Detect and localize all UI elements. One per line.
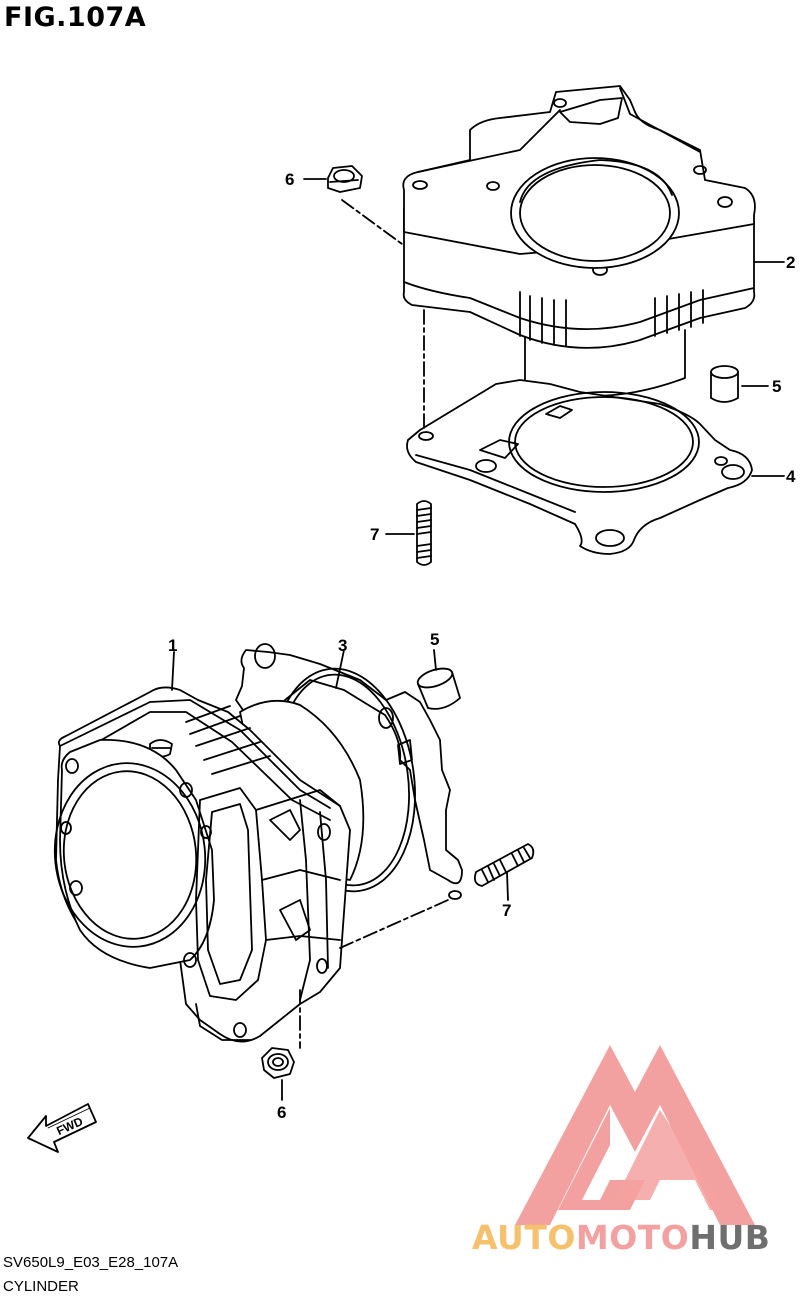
leader-bottom-gasket [335,649,345,689]
top-flange-nut [327,165,363,193]
callout-bottom-dowel: 5 [430,630,439,649]
diagram-code: SV650L9_E03_E28_107A [3,1254,179,1271]
watermark-moto: MOTO [575,1218,690,1257]
callout-top-gasket: 4 [786,467,796,486]
watermark-brand-text: AUTOMOTOHUB [472,1218,770,1257]
diagram-name: CYLINDER [3,1278,79,1295]
figure-title: FIG.107A [4,2,147,33]
bottom-dowel-pin [416,667,461,710]
callout-bottom-cylinder: 1 [168,636,177,655]
callout-top-nut: 6 [285,170,294,189]
callout-top-stud: 7 [370,525,379,544]
leader-bottom-cylinder [171,651,175,691]
automotohub-logo-icon [515,1045,755,1225]
centerline-bottom-stud [339,899,449,949]
watermark-auto: AUTO [472,1218,576,1257]
callout-bottom-nut: 6 [277,1103,286,1122]
watermark-hub: HUB [689,1218,771,1257]
top-dowel-pin [710,365,739,403]
callout-top-cylinder: 2 [786,253,795,272]
callout-top-dowel: 5 [772,377,781,396]
callout-bottom-gasket: 3 [338,636,347,655]
callout-bottom-stud: 7 [502,901,511,920]
leader-bottom-stud [506,871,509,901]
fwd-arrow-icon [27,1103,97,1153]
top-cylinder-gasket [406,379,753,555]
top-cylinder-block [402,85,756,397]
top-stud-bolt [416,500,432,566]
bottom-stud-bolt [473,843,535,887]
bottom-flange-nut [261,1047,295,1079]
bottom-cylinder-block [53,686,365,1043]
centerline-top-nut [341,199,403,245]
leader-bottom-dowel [433,649,437,671]
